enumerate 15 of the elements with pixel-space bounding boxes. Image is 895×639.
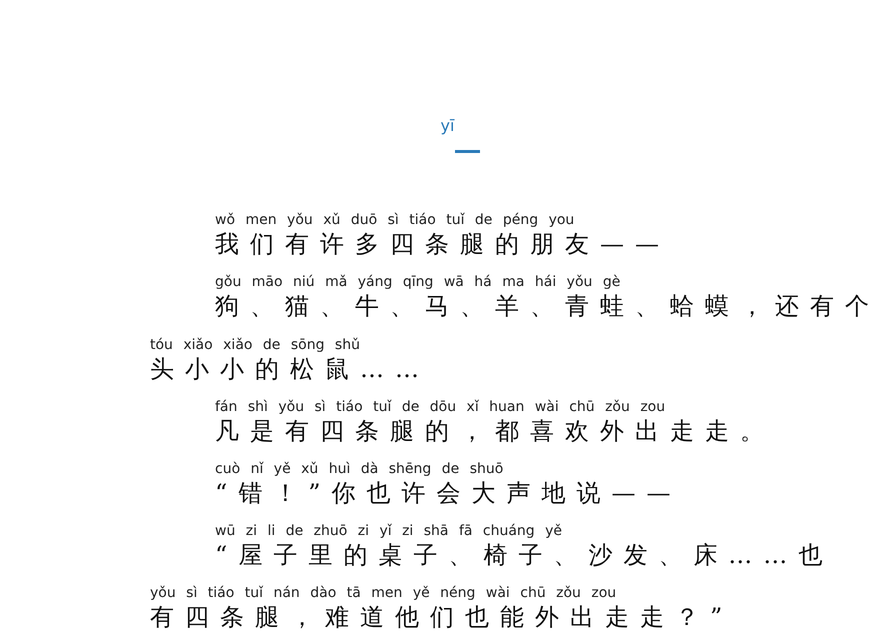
heading-pinyin: yī xyxy=(440,116,454,135)
chinese-text-line: 狗、猫、牛、马、羊、青蛙、蛤蟆，还有个 xyxy=(215,291,880,322)
chinese-text-line: 凡是有四条腿的，都喜欢外出走走。 xyxy=(215,416,775,447)
pinyin-line: tóu xiǎo xiǎo de sōng shǔ xyxy=(150,337,360,353)
pinyin-line: wǒ men yǒu xǔ duō sì tiáo tuǐ de péng you xyxy=(215,212,574,228)
pinyin-line: fán shì yǒu sì tiáo tuǐ de dōu xǐ huan wài chū zǒu zou xyxy=(215,399,666,415)
pinyin-line: cuò nǐ yě xǔ huì dà shēng de shuō xyxy=(215,461,504,477)
chinese-text-line: 有四条腿，难道他们也能外出走走？” xyxy=(150,602,734,633)
pinyin-line: wū zi li de zhuō zi yǐ zi shā fā chuáng yě xyxy=(215,523,562,539)
pinyin-line: yǒu sì tiáo tuǐ nán dào tā men yě néng wài chū zǒu zou xyxy=(150,585,616,601)
chinese-text-line: 头小小的松鼠…… xyxy=(150,354,430,385)
chinese-text-line: “屋子里的桌子、椅子、沙发、床……也 xyxy=(215,540,834,571)
chinese-text-line: “错！”你也许会大声地说—— xyxy=(215,478,682,509)
pinyin-line: gǒu māo niú mǎ yáng qīng wā há ma hái yǒu gè xyxy=(215,274,620,290)
chinese-text-line: 我们有许多四条腿的朋友—— xyxy=(215,229,670,260)
